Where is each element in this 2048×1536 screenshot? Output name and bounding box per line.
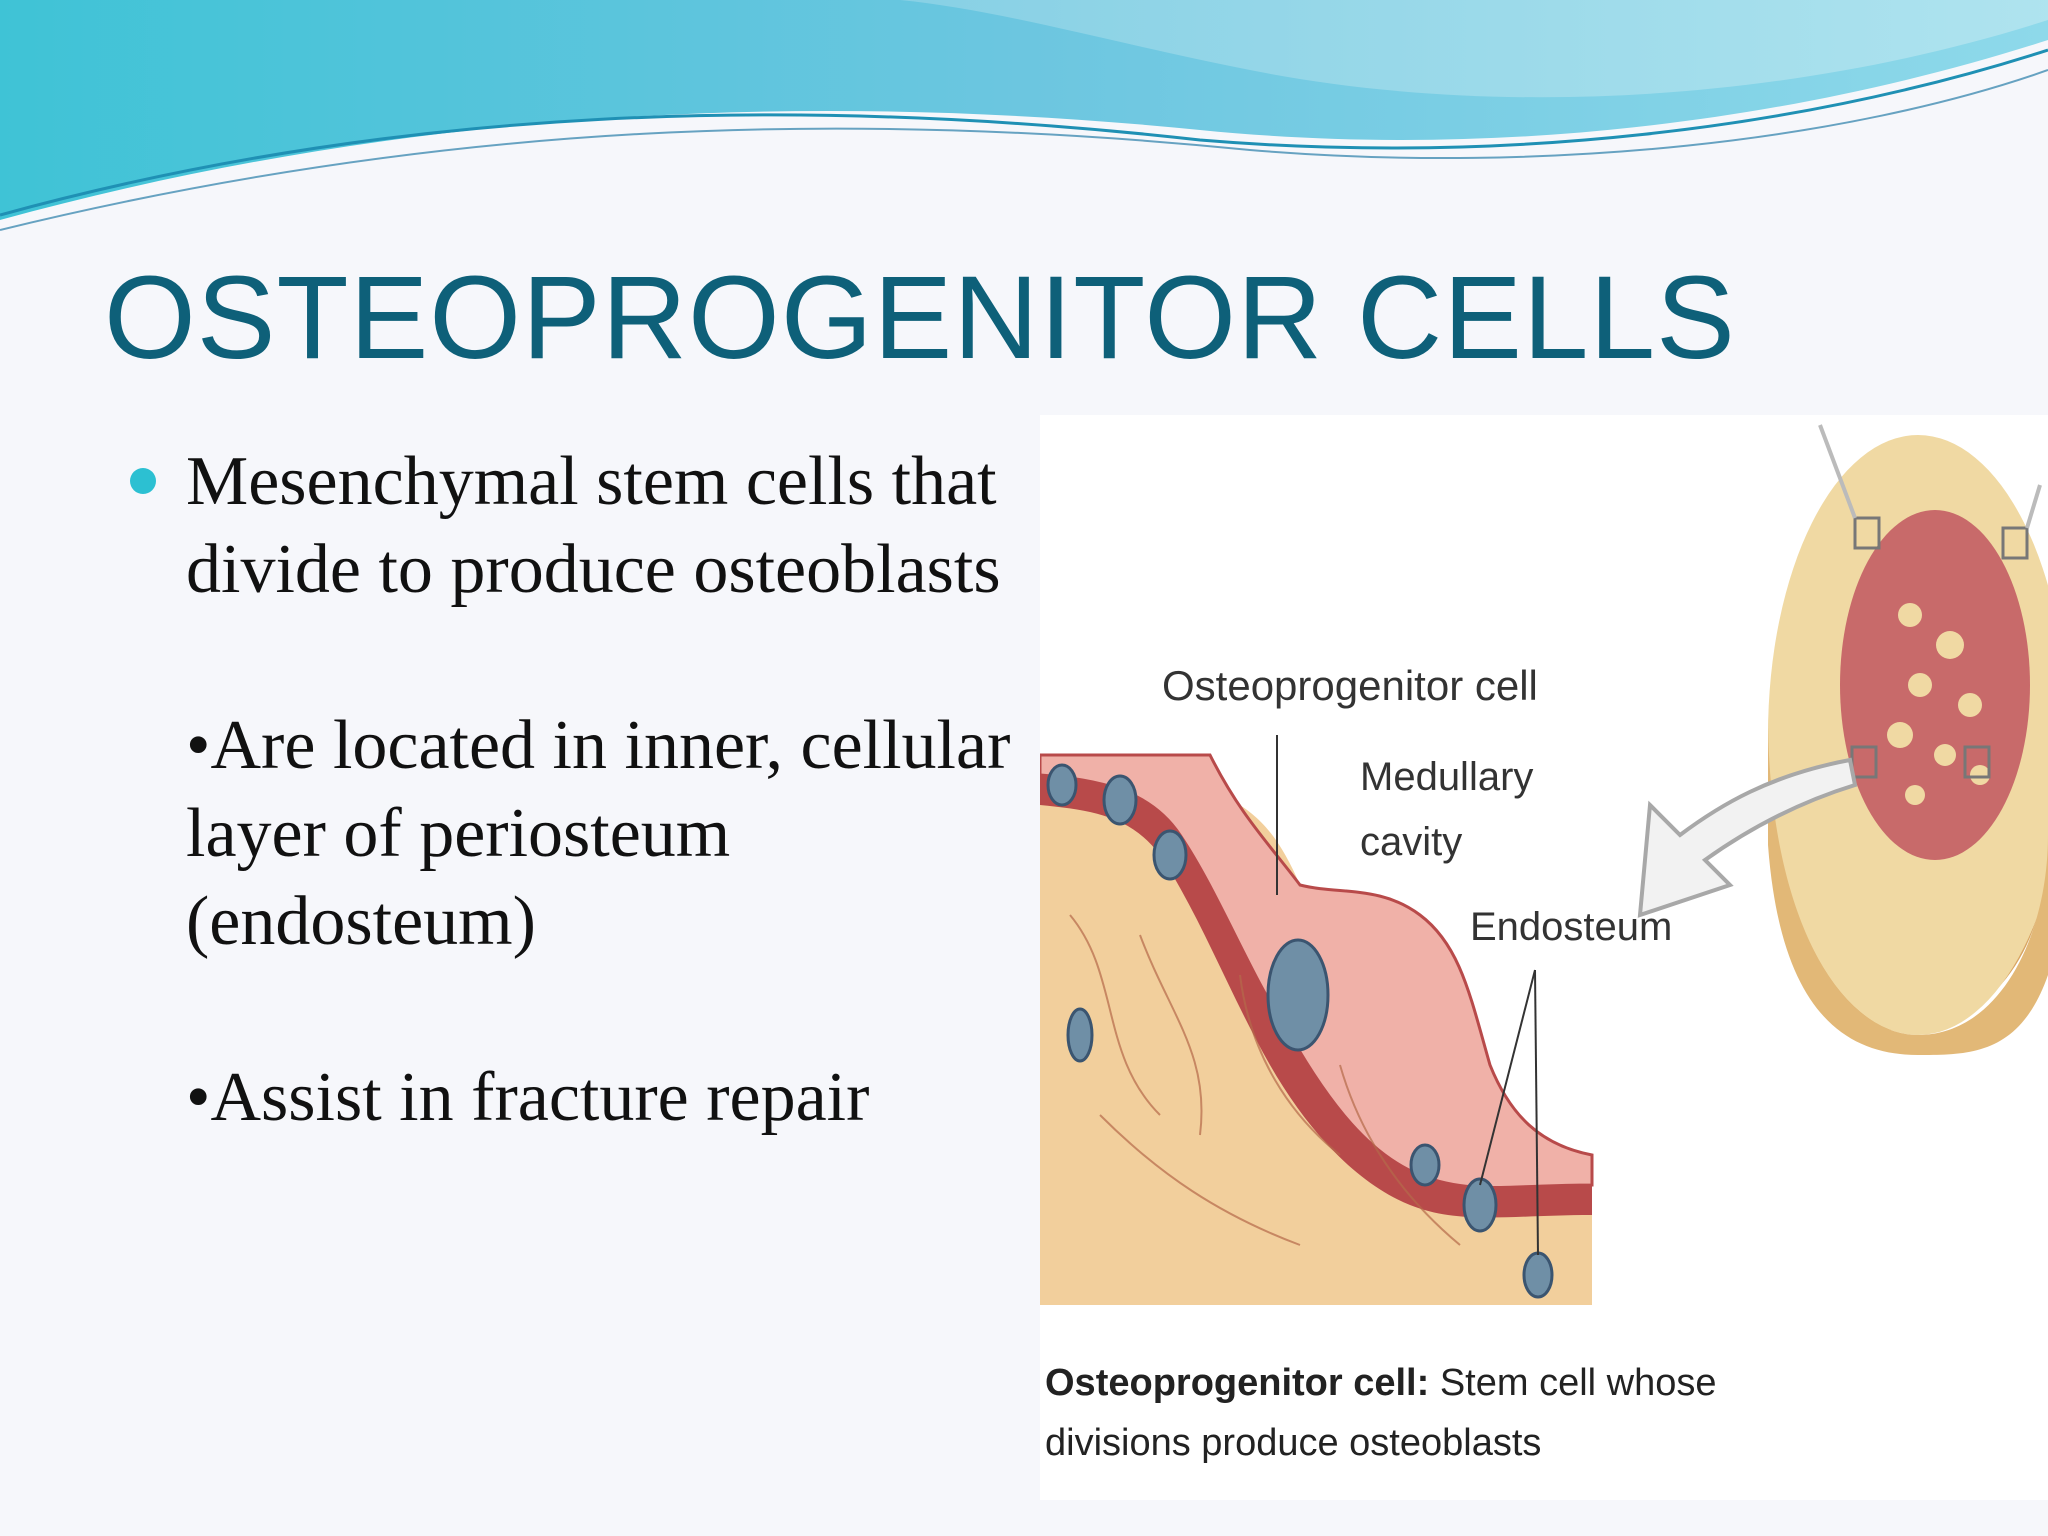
bullet-dot-icon (130, 468, 156, 494)
bullet-list: Mesenchymal stem cells that divide to pr… (130, 438, 1030, 1142)
label-medullary: Medullary (1360, 755, 1533, 799)
header-wave-decoration (0, 0, 2048, 231)
caption-rest: Stem cell whose (1429, 1362, 1716, 1404)
label-cavity: cavity (1360, 820, 1462, 864)
slide-title: OSTEOPROGENITOR CELLS (104, 252, 1736, 384)
diagram-illustration: Osteoprogenitor cell Medullary cavity En… (1040, 415, 2048, 1500)
sub-point-fracture-repair: •Assist in fracture repair (186, 1059, 870, 1136)
leader-lines (1276, 735, 1539, 1256)
label-osteoprogenitor-cell: Osteoprogenitor cell (1162, 662, 1538, 709)
osteoprogenitor-diagram: Osteoprogenitor cell Medullary cavity En… (1040, 415, 2048, 1500)
bone-cross-section-illustration (1768, 424, 2048, 1055)
caption-bold: Osteoprogenitor cell: (1045, 1362, 1429, 1404)
figure-caption-line2: divisions produce osteoblasts (1045, 1422, 1541, 1464)
sub-point-location: •Are located in inner, cellular layer of… (186, 707, 1011, 960)
bullet-item-mesenchymal: Mesenchymal stem cells that divide to pr… (186, 443, 1001, 608)
tissue-detail-illustration (1040, 753, 1594, 1305)
figure-caption-line1: Osteoprogenitor cell: Stem cell whose (1045, 1362, 1717, 1404)
label-endosteum: Endosteum (1470, 905, 1672, 949)
pointer-arrow-icon (1637, 757, 1858, 918)
